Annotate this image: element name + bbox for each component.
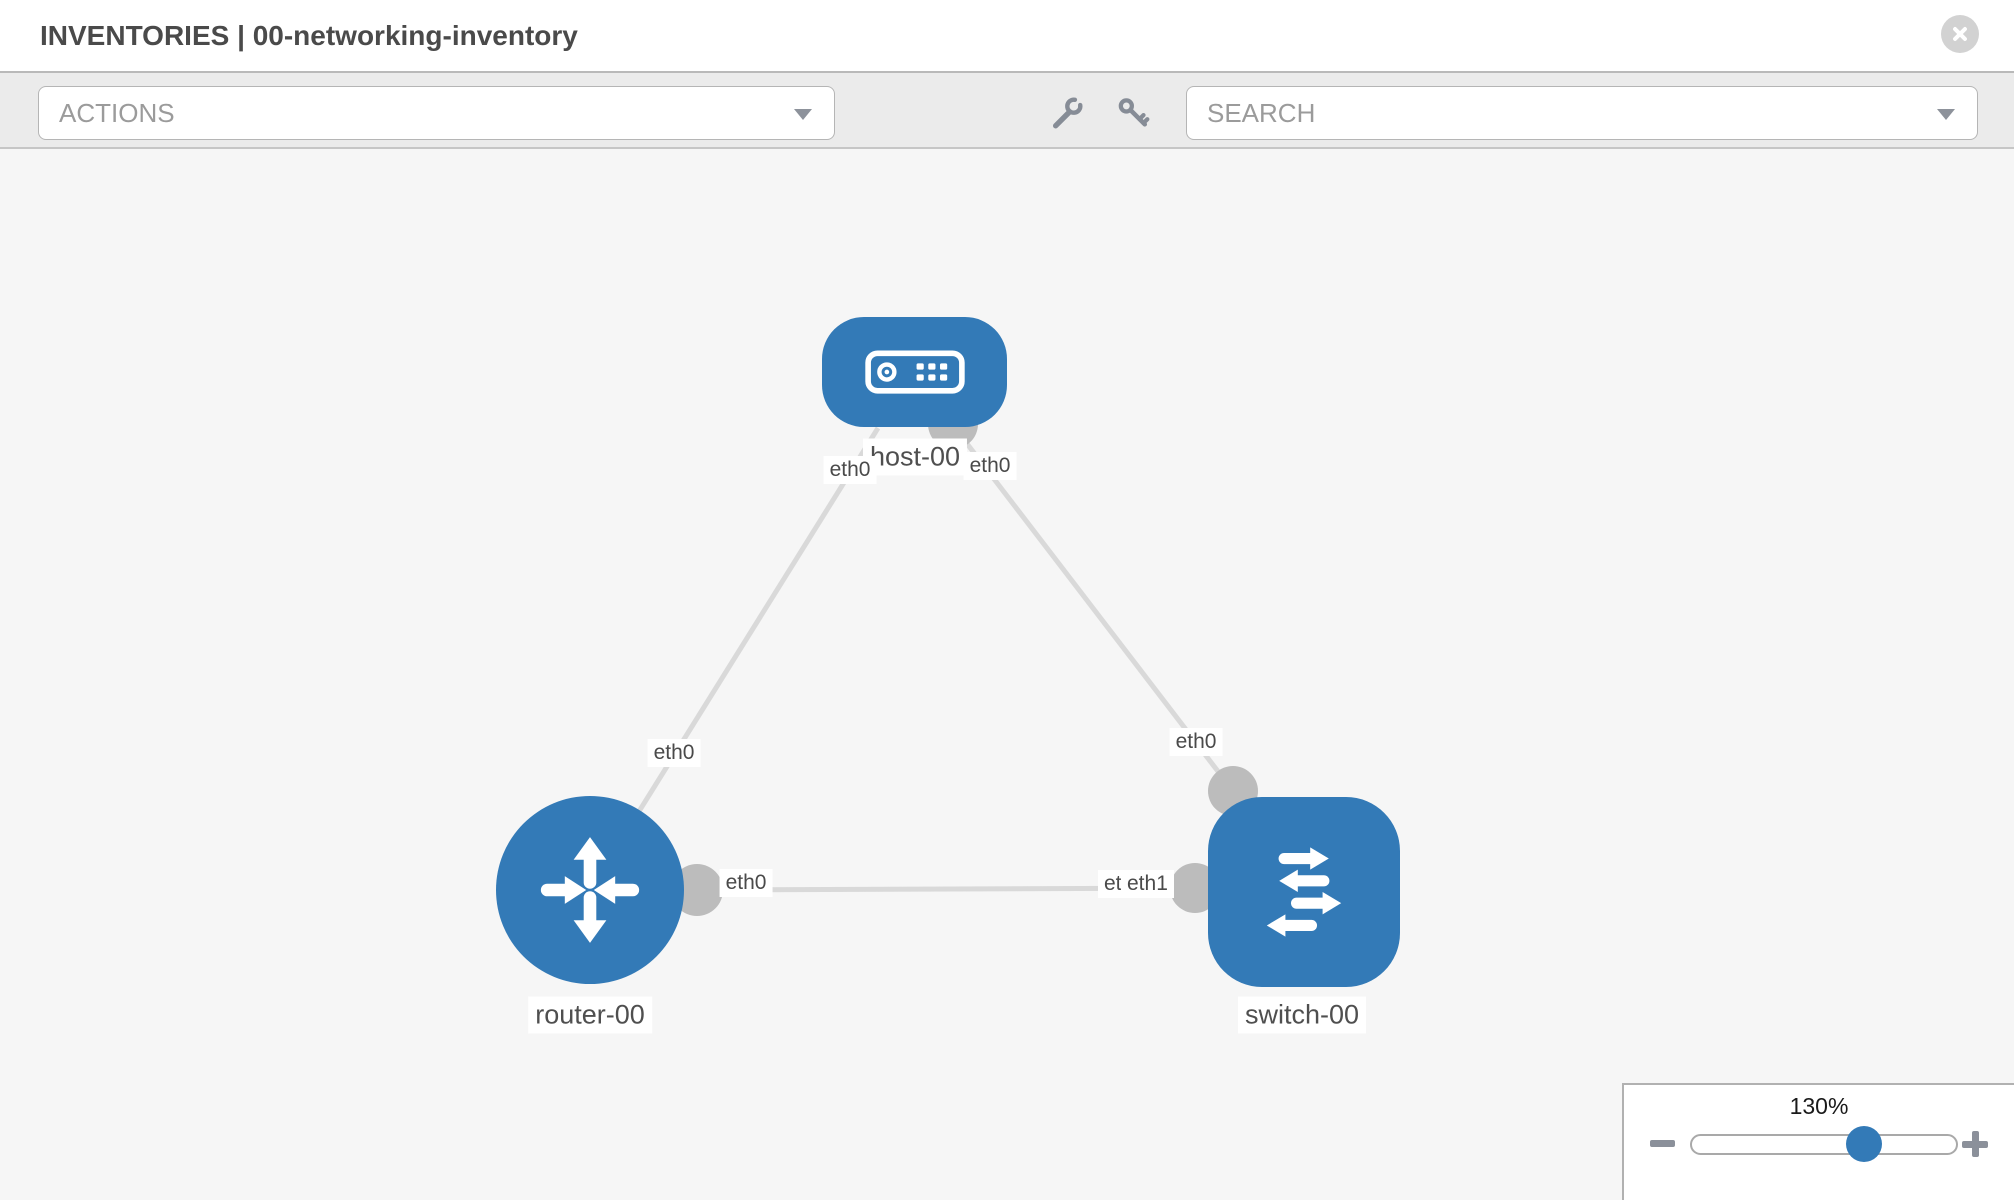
zoom-level-value: 130%	[1789, 1093, 1849, 1119]
zoom-slider-track[interactable]	[1690, 1134, 1958, 1155]
actions-dropdown[interactable]: ACTIONS	[38, 86, 835, 140]
wrench-button[interactable]	[1046, 92, 1088, 134]
node-host-00[interactable]	[822, 317, 1007, 427]
iface-label-host-router-mid: eth0	[647, 739, 701, 767]
topology-canvas[interactable]: host-00 router-00 switch-00 eth0 eth0 et…	[0, 149, 2014, 1200]
zoom-panel: 130%	[1622, 1083, 2014, 1200]
key-button[interactable]	[1112, 92, 1154, 134]
zoom-slider-thumb[interactable]	[1846, 1126, 1882, 1162]
chevron-down-icon	[794, 109, 812, 120]
interface-connector-switch-left[interactable]	[1170, 863, 1220, 913]
iface-label-router-eth0: eth0	[719, 869, 773, 897]
toolbar: ACTIONS SEARCH	[0, 71, 2014, 149]
search-dropdown[interactable]: SEARCH	[1186, 86, 1978, 140]
server-icon	[864, 350, 965, 394]
iface-label-switch-eth1: eth1	[1121, 870, 1174, 898]
node-router-00[interactable]	[496, 796, 684, 984]
close-icon[interactable]	[1941, 15, 1979, 53]
plus-icon[interactable]	[1962, 1131, 1988, 1157]
topology-links-layer	[587, 399, 1258, 916]
iface-label-host-right: eth0	[963, 452, 1017, 480]
iface-label-host-left: eth0	[823, 456, 877, 484]
node-switch-00[interactable]	[1208, 797, 1400, 987]
router-icon	[540, 837, 640, 943]
node-label-router-00: router-00	[528, 996, 652, 1034]
node-label-host-00: host-00	[862, 438, 968, 476]
node-label-switch-00: switch-00	[1237, 996, 1367, 1034]
header: INVENTORIES | 00-networking-inventory	[0, 0, 2014, 71]
chevron-down-icon	[1937, 109, 1955, 120]
search-dropdown-label: SEARCH	[1207, 98, 1316, 128]
key-icon	[1118, 98, 1150, 127]
wrench-icon	[1052, 97, 1083, 129]
interface-connector-router[interactable]	[671, 864, 723, 916]
plus-icon-bar	[1972, 1131, 1979, 1157]
switch-icon	[1266, 847, 1342, 937]
iface-label-host-switch-mid: eth0	[1169, 728, 1223, 756]
actions-dropdown-label: ACTIONS	[59, 98, 175, 128]
minus-icon[interactable]	[1650, 1140, 1675, 1147]
page-title: INVENTORIES | 00-networking-inventory	[40, 20, 578, 51]
